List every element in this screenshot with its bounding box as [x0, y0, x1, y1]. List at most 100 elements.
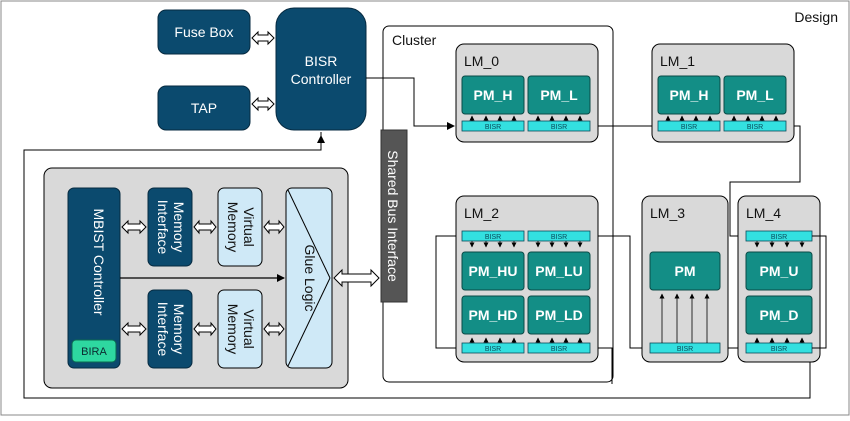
- lm2-bisr-bottom-left-label: BISR: [485, 346, 501, 353]
- memory-interface-top: Memory Interface: [147, 187, 193, 267]
- vmem-glue-bottom-double-arrow: [263, 321, 285, 337]
- lm2-pm-bottom-left: [461, 295, 525, 335]
- lm0-pm-left: [461, 75, 525, 115]
- lm4-repair-arrows: [754, 241, 805, 343]
- lm0-bisr-left: [461, 120, 525, 132]
- lm1-repair-arrows: [665, 115, 779, 121]
- lm1-pm-left: [657, 75, 721, 115]
- lm1-pm-right-label: PM_L: [736, 87, 774, 103]
- lm3-repair-arrows: [659, 293, 710, 343]
- lm1-pm-right: [723, 75, 787, 115]
- mbist-memif-bottom-double-arrow: [121, 321, 147, 337]
- lm3-bisr: [649, 342, 721, 354]
- lm1-bisr-right-label: BISR: [747, 124, 763, 131]
- lm1-pm-left-label: PM_H: [670, 87, 709, 103]
- lm2-block: LM_2 BISR BISR PM_HU PM_LU PM_HD PM_LD B…: [455, 195, 599, 363]
- lm2-bisr-top-right: [527, 230, 591, 242]
- bisr-chain-lm4-right: [812, 235, 827, 349]
- virtual-memory-top-line2: Memory: [225, 202, 241, 253]
- memif-vmem-bottom-double-arrow: [193, 321, 217, 337]
- mbist-controller: MBIST Controller BIRA: [67, 187, 121, 369]
- lm0-label: LM_0: [464, 53, 499, 69]
- fuse-box: Fuse Box: [157, 9, 251, 55]
- lm2-label: LM_2: [464, 205, 499, 221]
- bira-block: [71, 339, 117, 363]
- virtual-memory-bottom-line2: Memory: [225, 304, 241, 355]
- shared-bus-interface: Shared Bus Interface: [380, 129, 408, 303]
- bisr-controller-line2: Controller: [291, 71, 352, 87]
- lm0-pm-right-label: PM_L: [540, 87, 578, 103]
- fuse-bisr-double-arrow: [251, 30, 275, 46]
- lm4-pm-top-label: PM_U: [760, 263, 799, 279]
- lm0-bisr-right-label: BISR: [551, 124, 567, 131]
- lm1-label: LM_1: [660, 53, 695, 69]
- glue-bus-double-arrow: [333, 268, 380, 288]
- lm2-repair-arrows: [469, 241, 583, 343]
- tap-bisr-double-arrow: [251, 96, 275, 112]
- lm2-bisr-top-right-label: BISR: [551, 234, 567, 241]
- virtual-memory-top: Virtual Memory: [217, 187, 263, 267]
- shared-bus-label: Shared Bus Interface: [385, 150, 401, 282]
- bisr-chain-lm2-lm3: [592, 235, 652, 349]
- lm1-bisr-left: [657, 120, 721, 132]
- virtual-memory-bottom-line1: Virtual: [241, 309, 257, 348]
- lm3-label: LM_3: [650, 205, 685, 221]
- bisr-controller: BISR Controller: [275, 7, 367, 131]
- virtual-memory-bottom: Virtual Memory: [217, 289, 263, 369]
- lm2-bisr-bottom-right: [527, 342, 591, 354]
- lm0-bisr-right: [527, 120, 591, 132]
- lm2-pm-top-left-label: PM_HU: [468, 263, 517, 279]
- lm2-bisr-bottom-left: [461, 342, 525, 354]
- mbist-controller-label: MBIST Controller: [91, 208, 107, 315]
- tap-label: TAP: [191, 100, 217, 116]
- memory-interface-bottom-line2: Interface: [155, 302, 171, 357]
- lm2-pm-top-left: [461, 251, 525, 291]
- lm2-bisr-top-left-label: BISR: [485, 234, 501, 241]
- memory-interface-bottom-line1: Memory: [171, 304, 187, 355]
- lm3-block: LM_3 PM BISR: [641, 195, 729, 363]
- memory-interface-top-line2: Interface: [155, 200, 171, 255]
- tap-block: TAP: [157, 85, 251, 131]
- fuse-box-label: Fuse Box: [174, 24, 233, 40]
- glue-logic-label: Glue Logic: [302, 245, 318, 312]
- lm4-label: LM_4: [746, 205, 781, 221]
- lm0-repair-arrows: [469, 115, 583, 121]
- mbist-memif-top-double-arrow: [121, 219, 147, 235]
- lm2-bisr-top-left: [461, 230, 525, 242]
- bisr-chain-lm1-lm4: [729, 125, 801, 237]
- lm0-bisr-left-label: BISR: [485, 124, 501, 131]
- lm4-pm-bottom-label: PM_D: [760, 307, 799, 323]
- cluster-label: Cluster: [392, 32, 437, 48]
- lm2-pm-bottom-left-label: PM_HD: [468, 307, 517, 323]
- lm3-pm-label: PM: [675, 263, 696, 279]
- bisr-chain-lm2-loop: [435, 235, 458, 349]
- lm4-block: LM_4 BISR PM_U PM_D BISR: [737, 195, 821, 363]
- lm2-pm-top-right: [527, 251, 591, 291]
- vmem-glue-top-double-arrow: [263, 219, 285, 235]
- memif-vmem-top-double-arrow: [193, 219, 217, 235]
- lm2-pm-top-right-label: PM_LU: [535, 263, 582, 279]
- glue-logic: Glue Logic: [285, 187, 333, 369]
- bisr-chain-line: [366, 77, 455, 130]
- lm4-pm-top: [745, 251, 813, 291]
- lm1-bisr-left-label: BISR: [681, 124, 697, 131]
- lm0-block: LM_0 PM_H PM_L BISR BISR: [455, 43, 599, 143]
- lm2-pm-bottom-right-label: PM_LD: [535, 307, 582, 323]
- virtual-memory-top-line1: Virtual: [241, 207, 257, 246]
- lm2-bisr-bottom-right-label: BISR: [551, 346, 567, 353]
- lm2-pm-bottom-right: [527, 295, 591, 335]
- memory-interface-bottom: Memory Interface: [147, 289, 193, 369]
- memory-interface-top-line1: Memory: [171, 202, 187, 253]
- lm4-pm-bottom: [745, 295, 813, 335]
- lm0-pm-right: [527, 75, 591, 115]
- lm1-block: LM_1 PM_H PM_L BISR BISR: [651, 43, 795, 143]
- bira-label: BIRA: [81, 346, 107, 358]
- lm0-pm-left-label: PM_H: [474, 87, 513, 103]
- design-label: Design: [794, 9, 838, 25]
- lm1-bisr-right: [723, 120, 787, 132]
- lm3-bisr-label: BISR: [677, 346, 693, 353]
- lm3-pm: [649, 251, 721, 291]
- bisr-controller-line1: BISR: [305, 53, 338, 69]
- lm4-bisr-top-label: BISR: [771, 234, 787, 241]
